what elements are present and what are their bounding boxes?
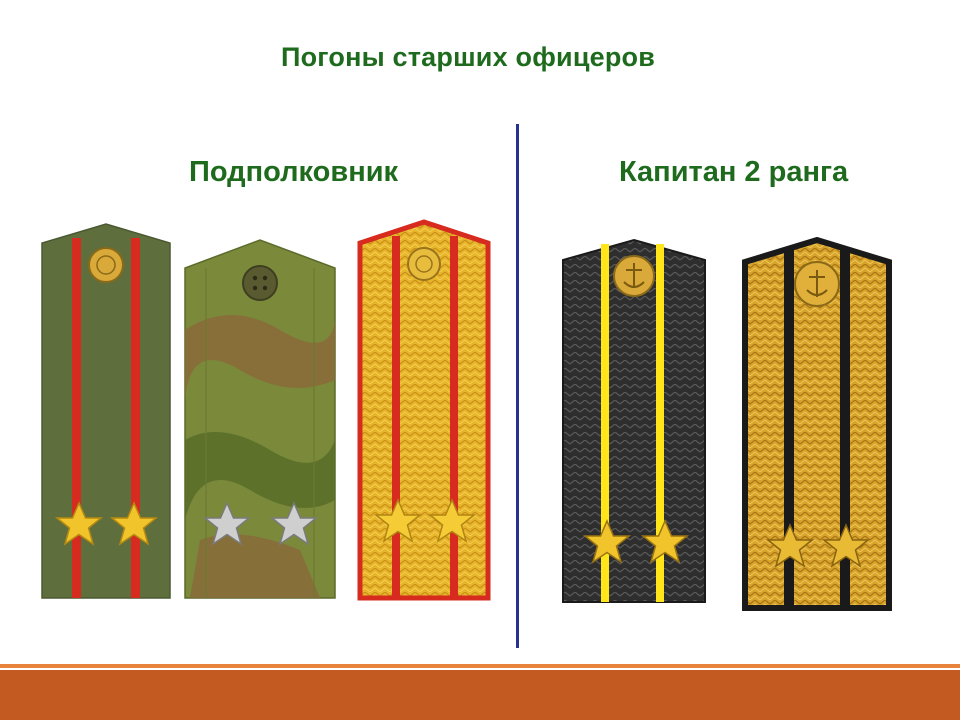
footer-bar xyxy=(0,670,960,720)
anchor-button xyxy=(613,255,655,297)
field-camouflage-board xyxy=(184,239,336,599)
section-divider xyxy=(516,124,519,648)
navy-gold-board xyxy=(742,236,892,611)
slide-title: Погоны старших офицеров xyxy=(280,42,656,72)
lieutenant-colonel-label: Подполковник xyxy=(189,156,399,188)
captain-2nd-rank-label: Капитан 2 ранга xyxy=(619,156,849,188)
everyday-army-board xyxy=(41,223,171,599)
parade-gold-board xyxy=(357,219,491,601)
field-button xyxy=(242,265,278,301)
anchor-button xyxy=(794,261,840,307)
emblem-button xyxy=(407,247,441,281)
navy-black-board xyxy=(562,238,706,603)
emblem-button xyxy=(88,247,124,283)
footer-accent-line xyxy=(0,664,960,668)
